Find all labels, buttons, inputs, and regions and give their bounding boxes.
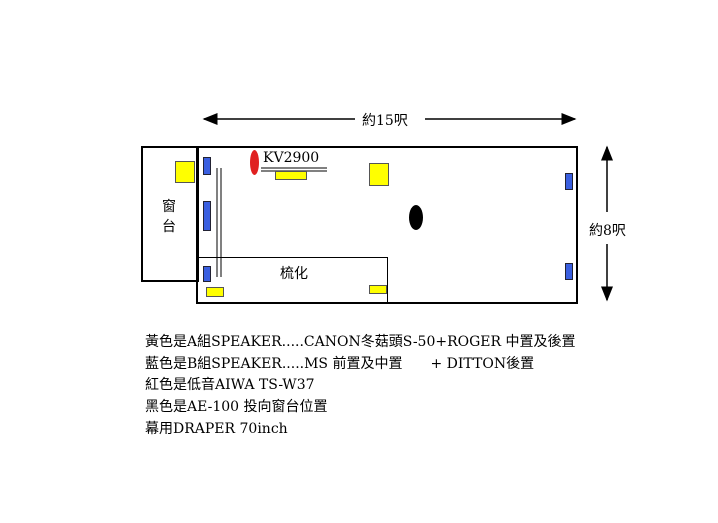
speaker-a-rear (206, 287, 224, 297)
legend-line: 藍色是B組SPEAKER.....MS 前置及中置 + DITTON後置 (145, 356, 535, 372)
depth-label: 約8呎 (589, 223, 626, 239)
projector (409, 205, 423, 230)
legend-line: 幕用DRAPER 70inch (145, 421, 288, 437)
legend-line: 紅色是低音AIWA TS-W37 (145, 377, 315, 393)
speaker-b-center (203, 201, 211, 231)
width-label: 約15呎 (362, 113, 408, 129)
speaker-a (369, 163, 389, 186)
tv-label: KV2900 (263, 150, 320, 166)
legend-line: 黃色是A組SPEAKER.....CANON冬菇頭S-50+ROGER 中置及後… (145, 334, 576, 350)
speaker-b (203, 266, 211, 282)
sofa-label: 梳化 (280, 266, 308, 282)
speaker-a-rear (369, 285, 387, 294)
sofa (196, 257, 388, 304)
window-sill-label: 窗台 (162, 199, 176, 235)
speaker-a-center (275, 171, 307, 180)
speaker-b-rear (565, 263, 573, 280)
speaker-b (203, 157, 211, 175)
window-sill (141, 146, 199, 282)
subwoofer (250, 150, 259, 175)
legend-line: 黑色是AE-100 投向窗台位置 (145, 399, 328, 415)
speaker-b-rear (565, 173, 573, 190)
speaker-a (175, 161, 195, 183)
